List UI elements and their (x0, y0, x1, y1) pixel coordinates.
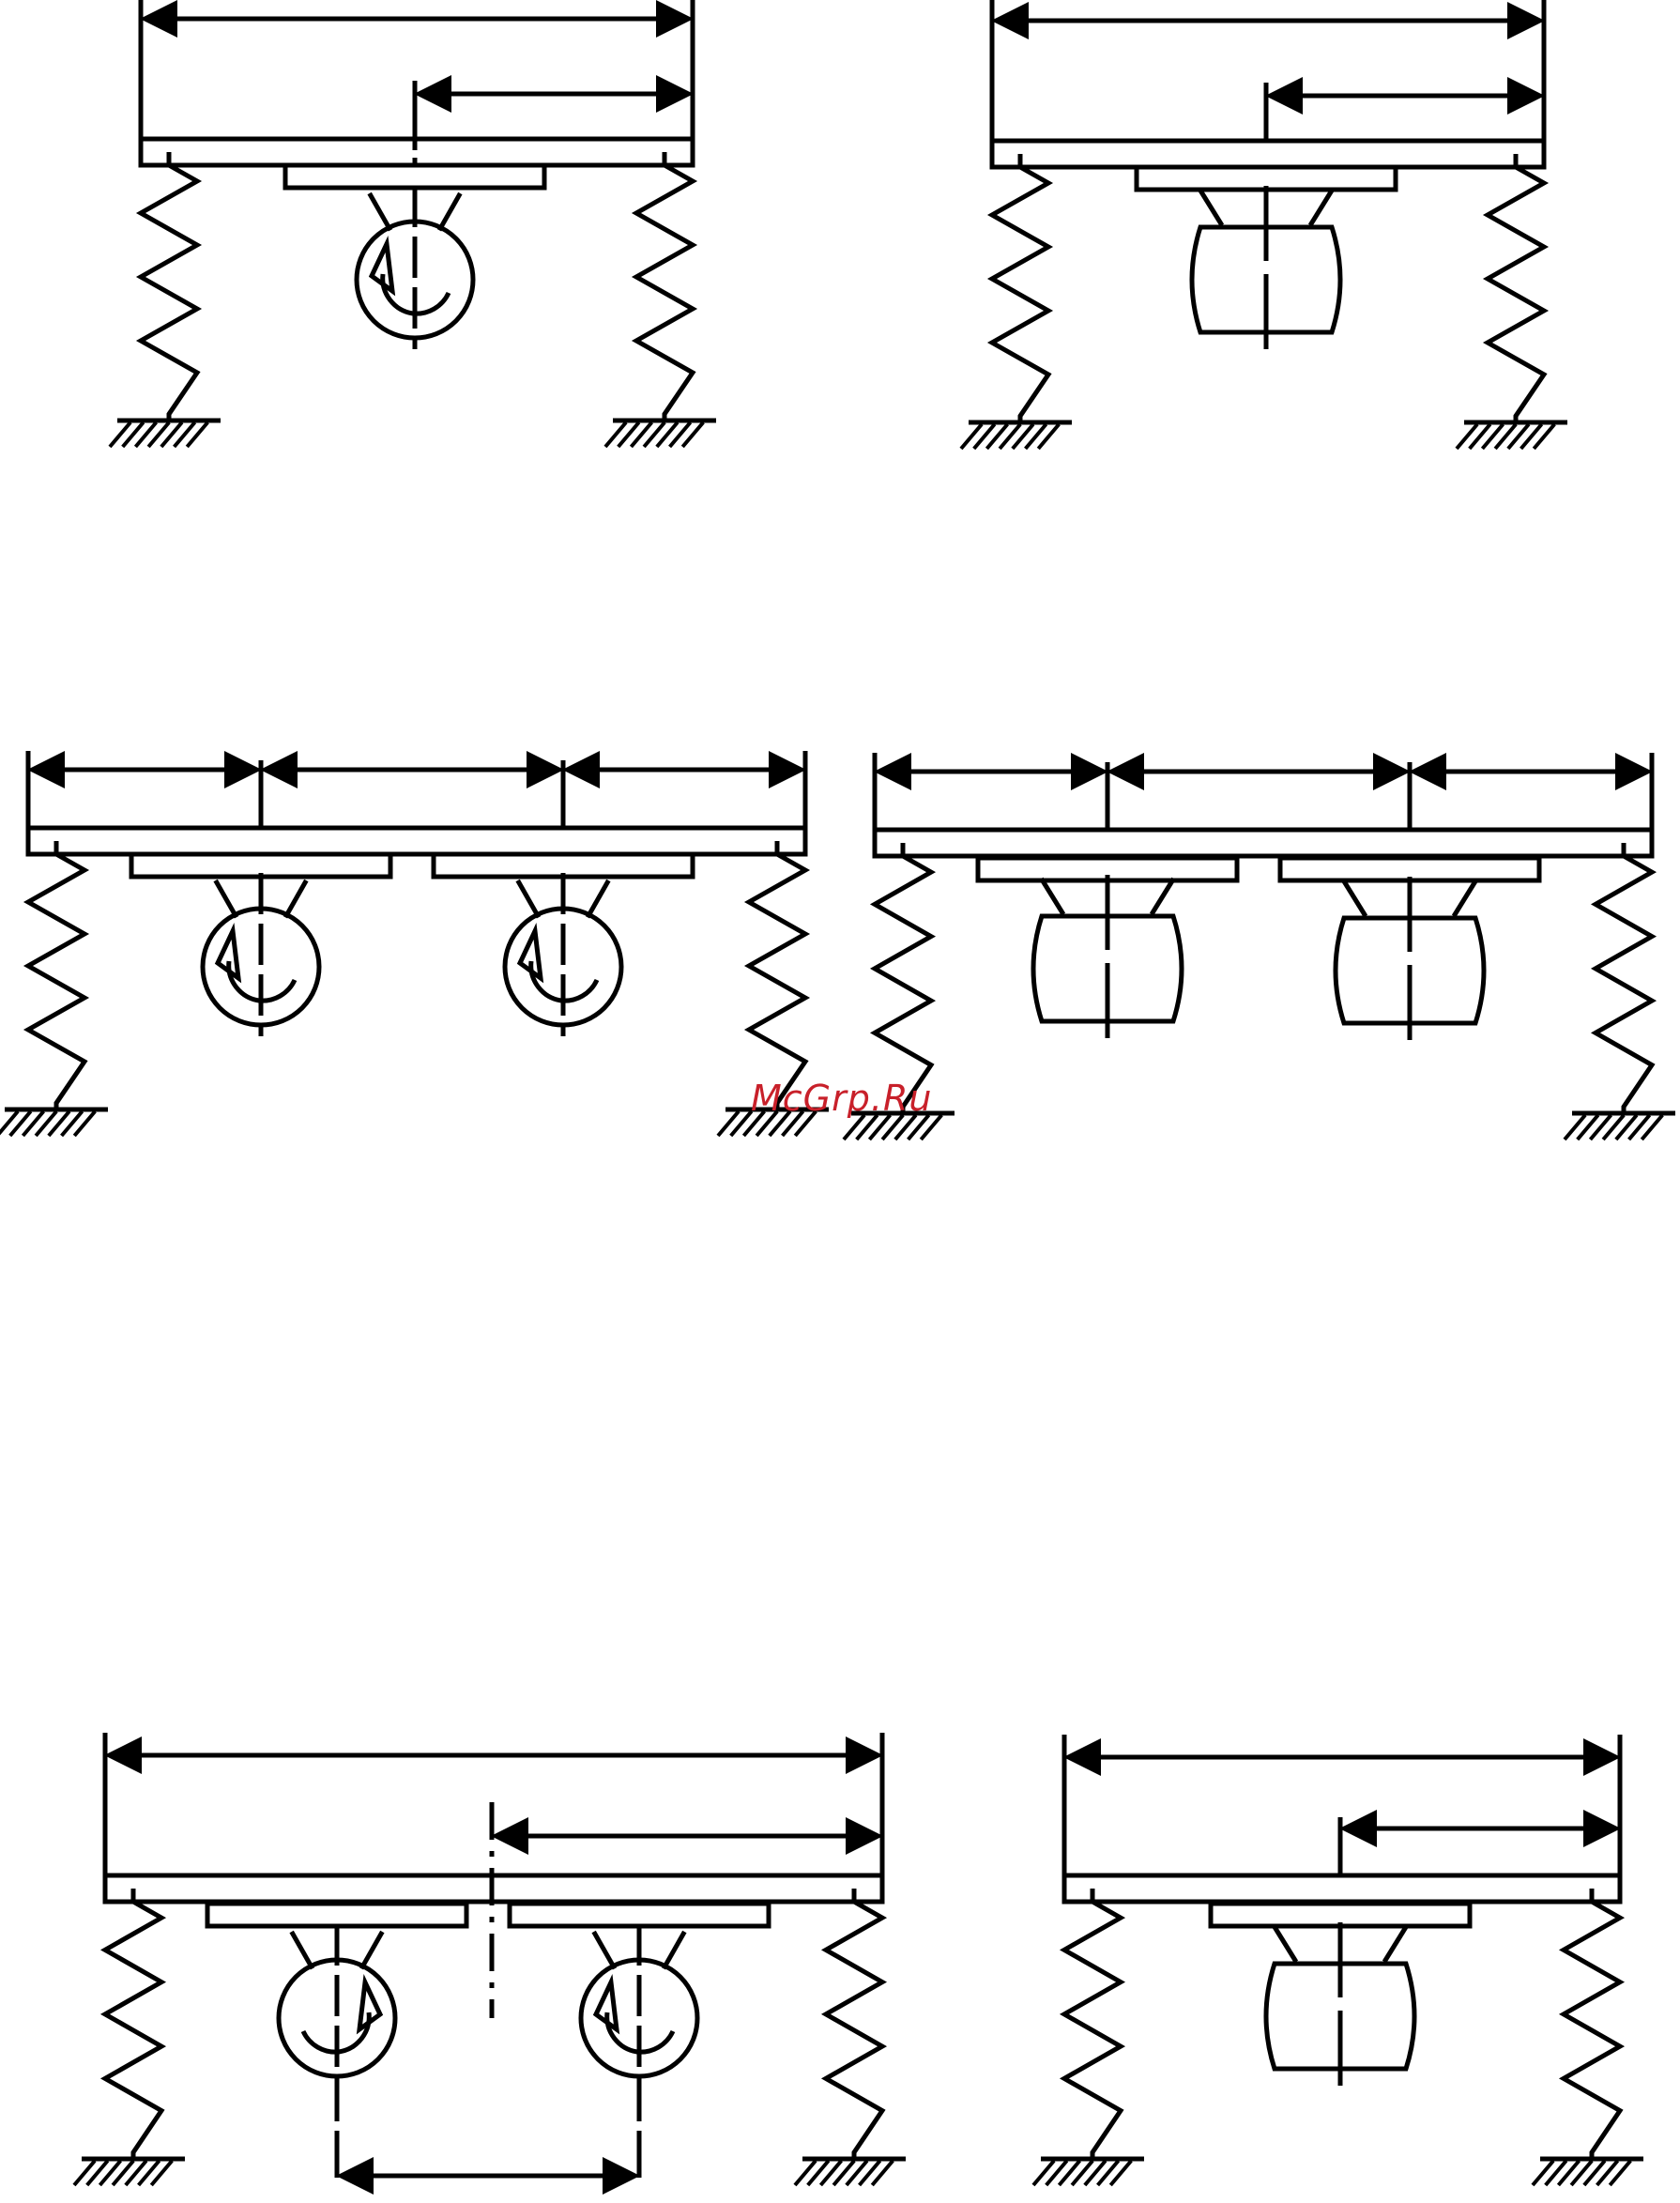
panel-single-unbalanced-motor (110, 0, 716, 447)
spring (875, 856, 931, 1113)
motor-side-view (1033, 875, 1182, 1040)
panel-single-motor-side-lower (1033, 1735, 1643, 2185)
motor-end-view (581, 1924, 697, 2088)
rotation-arrowhead (596, 1982, 617, 2029)
ground-hatch (1457, 424, 1554, 449)
motor-side-view (1336, 877, 1484, 1042)
ground-hatch (961, 424, 1059, 449)
rotation-arrowhead (372, 244, 392, 291)
vibrating-table (992, 141, 1544, 167)
panel-twin-unbalanced-motors (0, 751, 829, 1136)
panel-twin-motors-side (844, 753, 1675, 1140)
vibrating-table (28, 828, 805, 854)
panel-single-motor-side (961, 0, 1567, 449)
ground-hatch (795, 2161, 893, 2185)
motor-end-view (357, 186, 473, 349)
ground-hatch (1033, 2161, 1131, 2185)
motor-end-view (279, 1924, 395, 2088)
ground-hatch (74, 2161, 172, 2185)
spring (749, 854, 805, 1109)
motor-end-view (505, 873, 621, 1036)
motor-mount-plate (207, 1904, 466, 1926)
watermark: McGrp.Ru (751, 1078, 932, 1119)
ground-hatch (1565, 1115, 1662, 1140)
motor-mount-plate (285, 165, 544, 188)
ground-hatch (0, 1111, 95, 1136)
spring (1564, 1902, 1620, 2159)
motor-mount-plate (510, 1904, 769, 1926)
spring (1488, 167, 1544, 422)
spring (1064, 1902, 1121, 2159)
vibrating-table (1064, 1875, 1620, 1902)
spring (826, 1902, 882, 2159)
rotation-arrowhead (520, 931, 541, 978)
ground-hatch (605, 422, 703, 447)
ground-hatch (110, 422, 207, 447)
motor-side-view (1266, 1922, 1414, 2088)
spring (636, 165, 693, 421)
spring (1596, 856, 1652, 1113)
rotation-arrowhead (359, 1982, 380, 2029)
ground-hatch (1533, 2161, 1630, 2185)
vibrating-table (875, 830, 1652, 856)
spring (141, 165, 197, 421)
spring (992, 167, 1048, 422)
spring (105, 1902, 161, 2159)
spring (28, 854, 84, 1109)
rotation-arrowhead (218, 931, 238, 978)
panel-counter-rotating-motors (74, 1733, 906, 2185)
motor-side-view (1192, 186, 1340, 351)
motor-end-view (203, 873, 319, 1036)
